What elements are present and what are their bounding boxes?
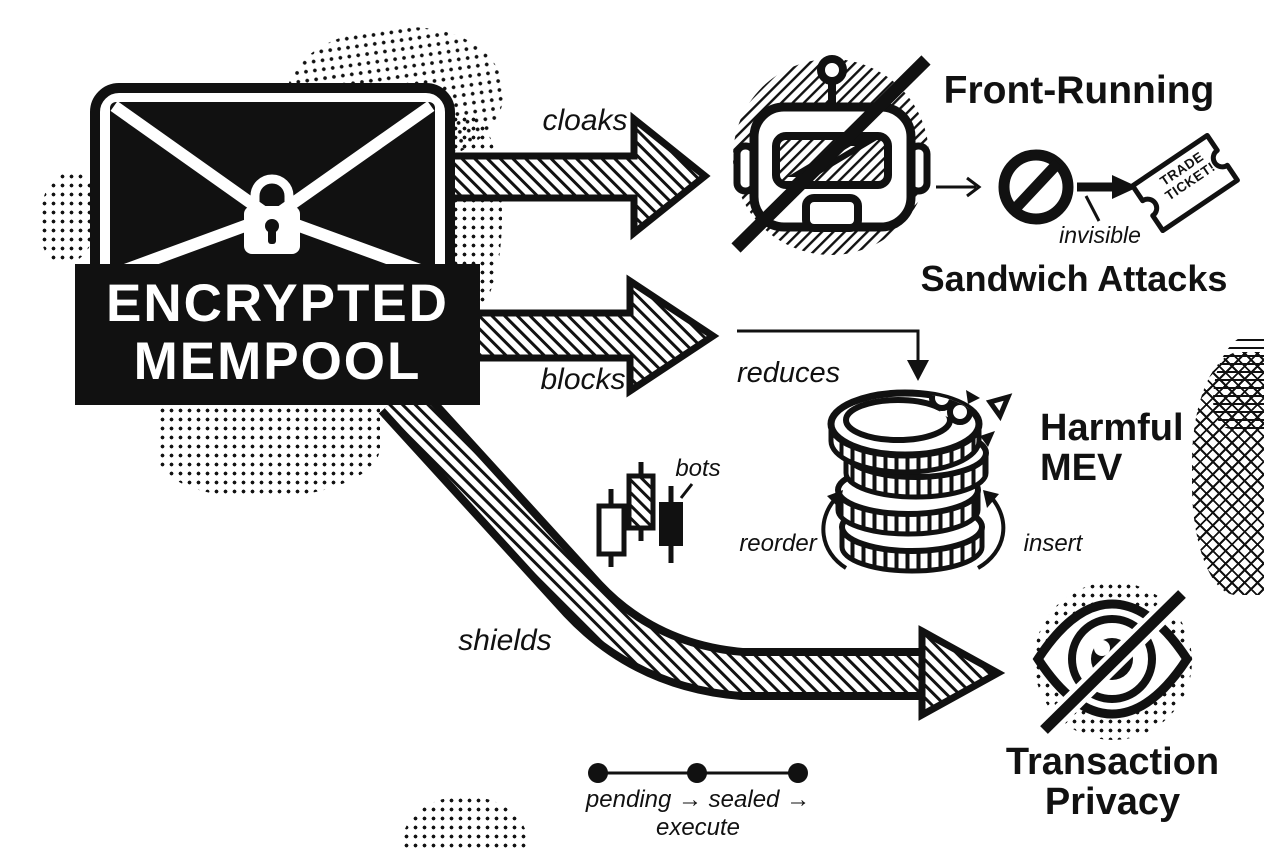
sandwich-attacks-title: Sandwich Attacks — [920, 258, 1228, 299]
invisible-label: invisible — [1059, 222, 1141, 248]
trade-ticket-icon — [1130, 132, 1240, 234]
transaction-privacy-line2: Privacy — [1044, 781, 1181, 823]
halftone-blob-under-banner — [158, 406, 380, 498]
shields-arrow — [378, 378, 1006, 721]
coins-bite-icon — [821, 389, 1013, 574]
eye-slash-icon — [1032, 586, 1193, 738]
lifecycle-label: pending → sealed → execute — [585, 786, 811, 841]
blocks-label: blocks — [540, 363, 626, 396]
cloaks-label: cloaks — [542, 104, 628, 137]
bots-label: bots — [675, 455, 721, 482]
transaction-privacy-line1: Transaction — [1005, 741, 1220, 783]
reorder-label: reorder — [739, 530, 817, 557]
harmful-mev-line1: Harmful — [1040, 407, 1184, 449]
harmful-mev-line2: MEV — [1040, 447, 1123, 489]
front-running-title: Front-Running — [943, 69, 1215, 112]
reduces-connector — [737, 329, 929, 381]
cloaks-arrow — [442, 111, 711, 241]
reduces-label: reduces — [737, 357, 841, 389]
envelope-lock-icon — [90, 83, 455, 293]
blocks-arrow — [472, 274, 720, 398]
insert-label: insert — [1023, 530, 1083, 557]
encrypted-mempool-banner: ENCRYPTED MEMPOOL — [75, 264, 480, 405]
banner-line1: ENCRYPTED — [106, 274, 449, 333]
robot-slash-icon — [731, 55, 931, 255]
transaction-privacy-title: Transaction Privacy — [990, 742, 1235, 822]
banner-line2: MEMPOOL — [133, 332, 422, 391]
shields-label: shields — [458, 624, 552, 657]
harmful-mev-title: Harmful MEV — [1040, 408, 1184, 488]
candlestick-chart-icon — [596, 462, 694, 567]
timeline-dots-icon — [588, 763, 808, 783]
prohibition-icon — [936, 149, 1138, 225]
